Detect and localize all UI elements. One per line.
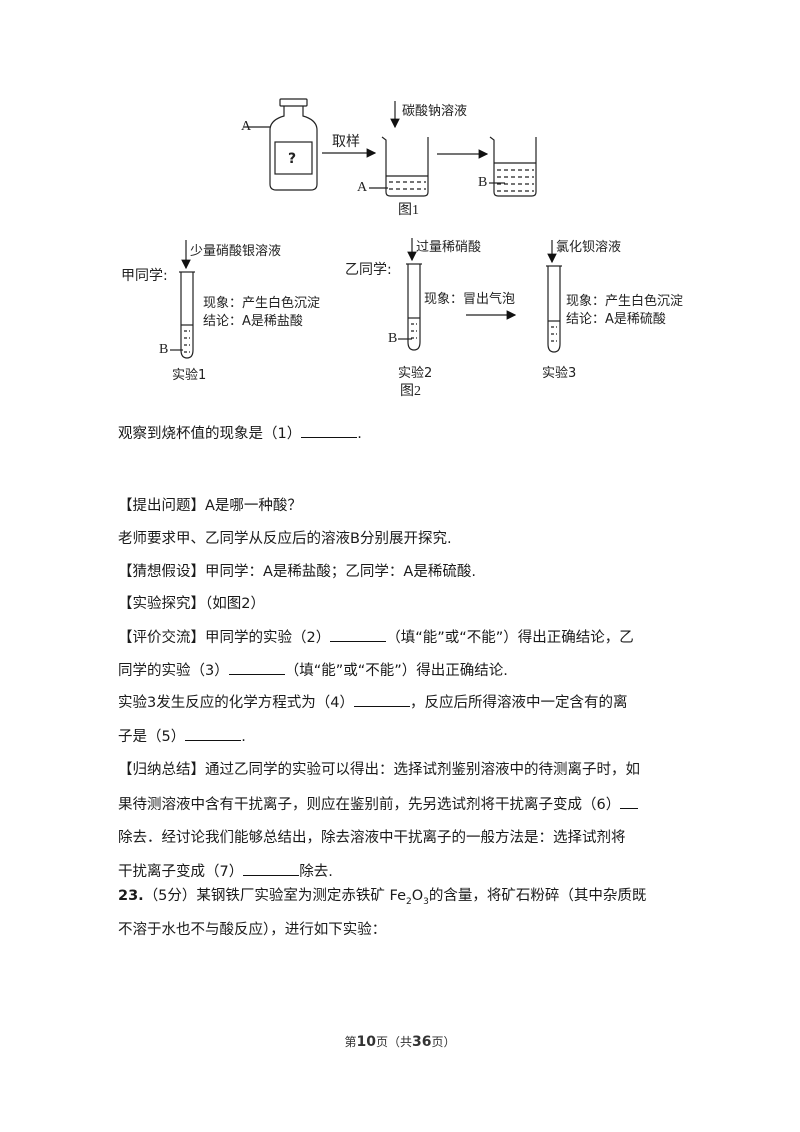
page-number: 10 xyxy=(356,1034,376,1050)
answer-blank-3[interactable] xyxy=(228,660,285,675)
evaluation-line-2: 同学的实验（3）（填“能”或“不能”）得出正确结论. xyxy=(118,660,698,681)
summary-line-3: 除去．经讨论我们能够总结出，除去溶液中干扰离子的一般方法是：选择试剂将 xyxy=(118,830,626,846)
exp2-student: 乙同学: xyxy=(345,262,392,278)
reagent-sodium-carbonate: 碳酸钠溶液 xyxy=(402,104,468,119)
exp3-caption: 实验3 xyxy=(542,366,577,381)
problem-statement: 【提出问题】A是哪一种酸？ xyxy=(118,498,302,514)
exp1-tube-label: B xyxy=(159,342,169,357)
exp1-conclusion: 结论：A是稀盐酸 xyxy=(203,314,303,329)
exp3-reagent: 氯化钡溶液 xyxy=(556,240,622,255)
unknown-mark: ? xyxy=(288,151,297,167)
equation-line: 实验3发生反应的化学方程式为（4），反应后所得溶液中一定含有的离 xyxy=(118,692,698,713)
figure1-caption: 图1 xyxy=(398,203,419,218)
answer-blank-4[interactable] xyxy=(353,692,410,707)
answer-blank-6[interactable] xyxy=(620,794,639,809)
question-1: 观察到烧杯值的现象是（1）. xyxy=(118,423,698,444)
figure2-caption: 图2 xyxy=(400,384,421,399)
hypothesis: 【猜想假设】甲同学：A是稀盐酸；乙同学：A是稀硫酸. xyxy=(118,564,476,580)
summary-line-1: 【归纳总结】通过乙同学的实验可以得出：选择试剂鉴别溶液中的待测离子时，如 xyxy=(118,762,640,778)
page-footer: 第10页（共36页） xyxy=(344,1034,456,1050)
answer-blank-2[interactable] xyxy=(330,627,387,642)
exp3-phenomenon: 现象：产生白色沉淀 xyxy=(566,294,684,309)
exp2-caption: 实验2 xyxy=(398,366,433,381)
experiment-section: 【实验探究】（如图2） xyxy=(118,596,265,612)
summary-line-2: 果待测溶液中含有干扰离子，则应在鉴别前，先另选试剂将干扰离子变成（6） xyxy=(118,794,698,815)
ion-line: 子是（5）. xyxy=(118,726,698,747)
apparatus-drawing xyxy=(170,98,562,359)
total-pages: 36 xyxy=(412,1034,432,1050)
question-23-line-2: 不溶于水也不与酸反应），进行如下实验： xyxy=(118,922,387,938)
exp2-reagent: 过量稀硝酸 xyxy=(416,240,482,255)
exp1-phenomenon: 现象：产生白色沉淀 xyxy=(203,296,321,311)
beaker2-label: B xyxy=(478,175,488,190)
bottle-label: A xyxy=(241,119,252,134)
exp3-conclusion: 结论：A是稀硫酸 xyxy=(566,312,666,327)
answer-blank-7[interactable] xyxy=(243,861,300,876)
exp2-tube-label: B xyxy=(388,331,398,346)
exp1-caption: 实验1 xyxy=(172,368,207,383)
summary-line-4: 干扰离子变成（7）除去. xyxy=(118,861,698,882)
beaker1-label: A xyxy=(357,180,368,195)
exp1-reagent: 少量硝酸银溶液 xyxy=(190,244,282,259)
exp1-student: 甲同学: xyxy=(121,268,168,284)
teacher-instruction: 老师要求甲、乙同学从反应后的溶液B分别展开探究. xyxy=(118,531,452,547)
question-number: 23. xyxy=(118,888,144,904)
sampling-label: 取样 xyxy=(332,134,360,150)
figure-area: A ? 取样 碳酸钠溶液 A B 图1 少量硝酸银溶液 甲同学: 现象：产生白色… xyxy=(0,0,800,420)
answer-blank-5[interactable] xyxy=(185,726,242,741)
answer-blank-1[interactable] xyxy=(301,423,358,438)
question-23-line-1: 23.（5分）某钢铁厂实验室为测定赤铁矿 Fe2O3的含量，将矿石粉碎（其中杂质… xyxy=(118,888,647,907)
evaluation-line-1: 【评价交流】甲同学的实验（2）（填“能”或“不能”）得出正确结论，乙 xyxy=(118,627,698,648)
exp2-phenomenon: 现象：冒出气泡 xyxy=(424,292,516,307)
